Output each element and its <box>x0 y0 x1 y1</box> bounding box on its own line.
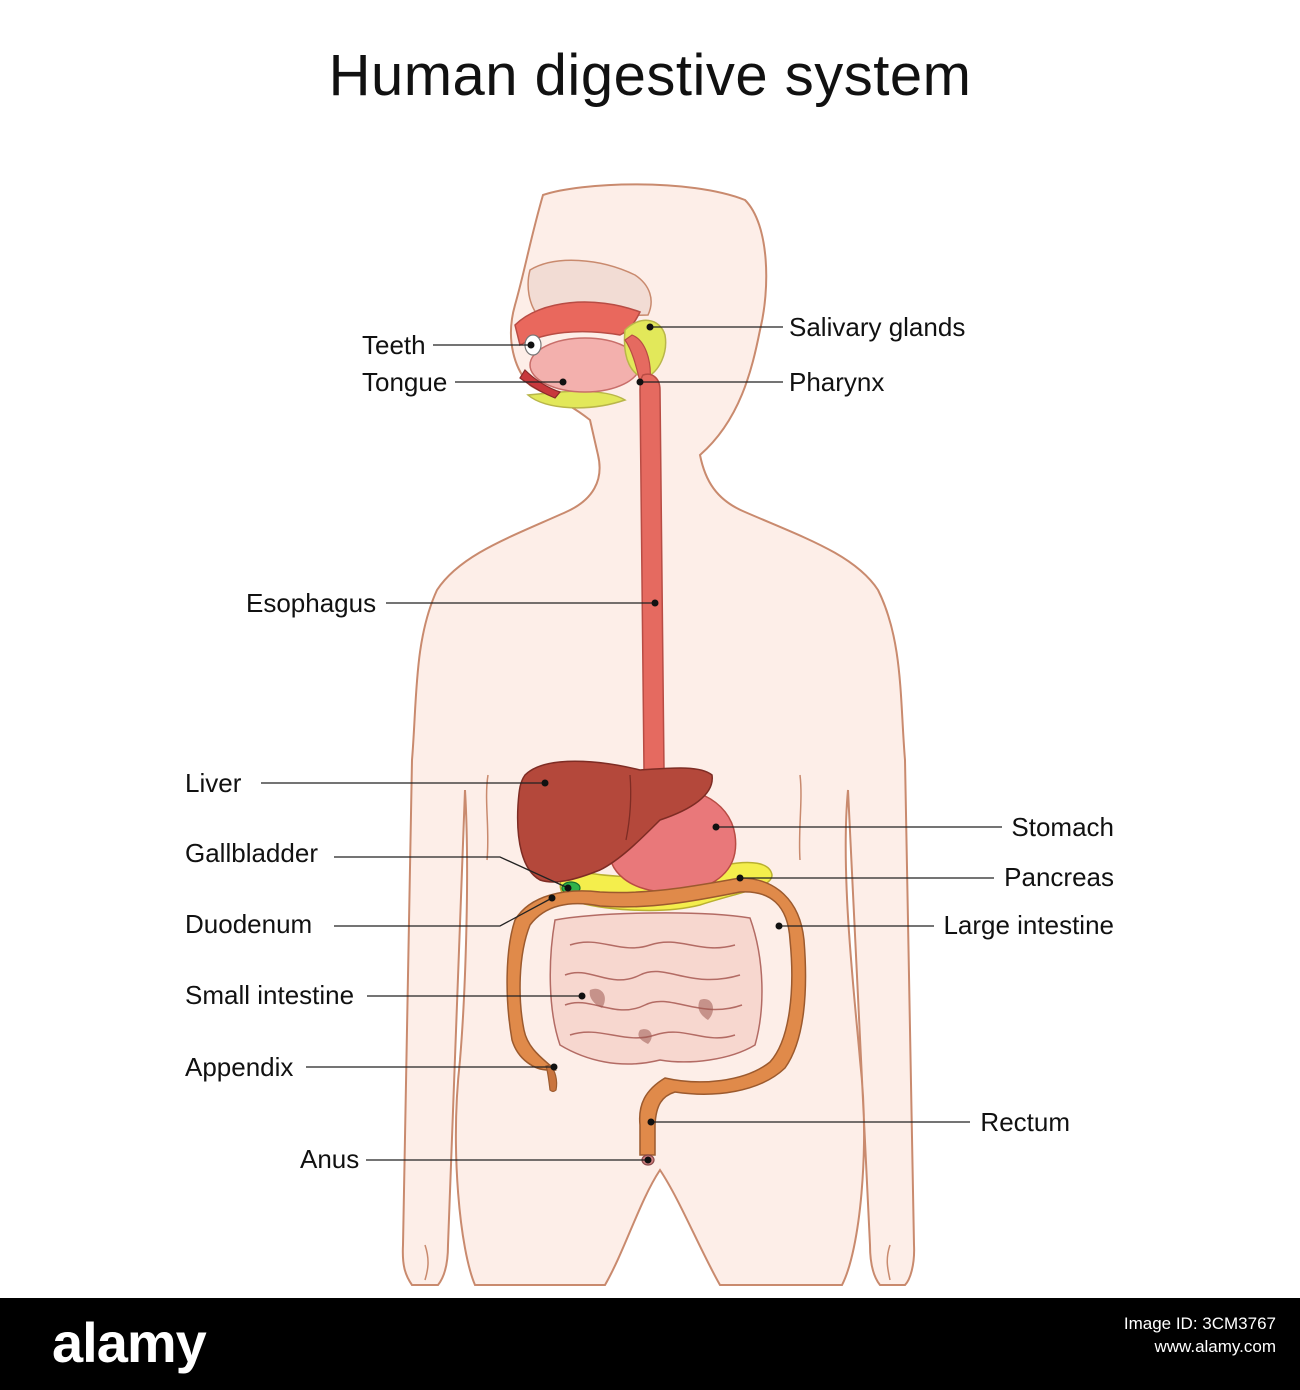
website-url: www.alamy.com <box>1154 1337 1276 1356</box>
label-stomach: Stomach <box>1011 812 1114 842</box>
label-esophagus: Esophagus <box>246 588 376 618</box>
image-id-block: Image ID: 3CM3767 www.alamy.com <box>1096 1312 1276 1358</box>
head-anatomy <box>514 259 667 409</box>
label-small-intestine: Small intestine <box>185 980 354 1010</box>
label-large-intestine: Large intestine <box>943 910 1114 940</box>
leader-lines <box>261 323 1002 1164</box>
body-hand-left <box>424 1244 429 1281</box>
label-teeth: Teeth <box>362 330 426 360</box>
liver-shape <box>516 760 713 883</box>
large-intestine-shape <box>506 877 807 1156</box>
label-anus: Anus <box>300 1144 359 1174</box>
diagram-title: Human digestive system <box>328 43 972 108</box>
tongue-shape <box>529 337 641 393</box>
label-appendix: Appendix <box>185 1052 293 1082</box>
label-liver: Liver <box>185 768 242 798</box>
digestive-system-diagram: Teeth Tongue Salivary glands Pharynx Eso… <box>185 183 1114 1286</box>
esophagus-shape <box>639 373 665 771</box>
body-arm-line-right <box>798 774 802 861</box>
label-rectum: Rectum <box>980 1107 1070 1137</box>
small-intestine-shadows <box>589 988 714 1044</box>
body-hand-right <box>886 1244 891 1281</box>
label-duodenum: Duodenum <box>185 909 312 939</box>
label-pancreas: Pancreas <box>1004 862 1114 892</box>
appendix-shape <box>545 1064 558 1093</box>
label-tongue: Tongue <box>362 367 447 397</box>
label-gallbladder: Gallbladder <box>185 838 318 868</box>
alamy-logo: alamy <box>52 1311 207 1374</box>
image-id-text: Image ID: 3CM3767 <box>1123 1314 1276 1333</box>
watermark-footer: alamy Image ID: 3CM3767 www.alamy.com <box>0 1298 1300 1390</box>
liver-fissure <box>625 774 632 841</box>
small-intestine-shape <box>549 912 763 1065</box>
label-pharynx: Pharynx <box>789 367 884 397</box>
label-salivary-glands: Salivary glands <box>789 312 965 342</box>
